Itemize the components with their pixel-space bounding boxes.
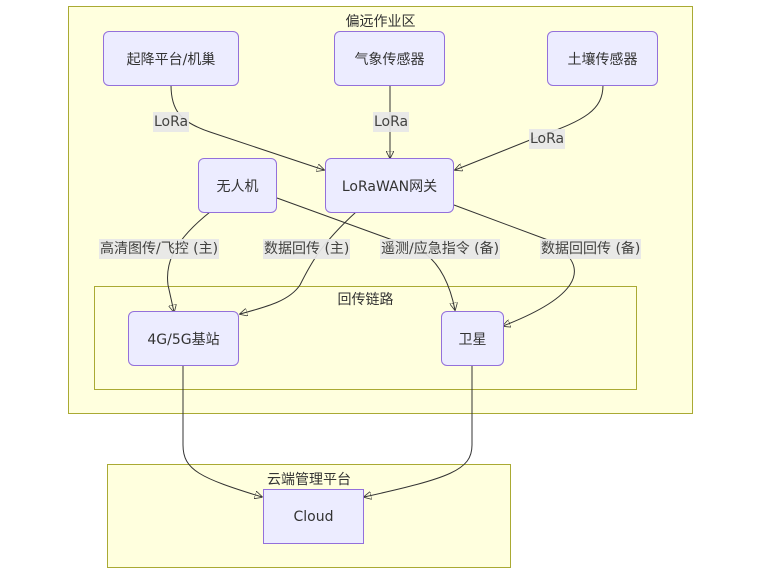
node-drone[interactable]: 无人机 <box>198 158 277 213</box>
edge-label-dock-gateway: LoRa <box>153 112 190 132</box>
edge-label-soil-gateway: LoRa <box>529 129 566 149</box>
node-cloud[interactable]: Cloud <box>263 489 364 544</box>
node-soil-sensor[interactable]: 土壤传感器 <box>547 31 658 86</box>
node-weather-sensor[interactable]: 气象传感器 <box>334 31 445 86</box>
cluster-remote-area-title: 偏远作业区 <box>345 14 416 30</box>
node-satellite[interactable]: 卫星 <box>441 311 504 366</box>
node-dock[interactable]: 起降平台/机巢 <box>103 31 239 86</box>
edge-label-drone-cellular: 高清图传/飞控 (主) <box>99 239 220 259</box>
cluster-backhaul-title: 回传链路 <box>337 292 394 308</box>
edge-label-gateway-cellular: 数据回传 (主) <box>263 239 351 259</box>
edge-label-weather-gateway: LoRa <box>373 112 410 132</box>
cluster-cloud-platform-title: 云端管理平台 <box>267 472 351 488</box>
node-cellular-station[interactable]: 4G/5G基站 <box>128 311 239 366</box>
node-lorawan-gateway[interactable]: LoRaWAN网关 <box>325 158 454 213</box>
edge-label-gateway-satellite: 数据回回传 (备) <box>540 239 642 259</box>
edge-label-drone-satellite: 遥测/应急指令 (备) <box>380 239 501 259</box>
